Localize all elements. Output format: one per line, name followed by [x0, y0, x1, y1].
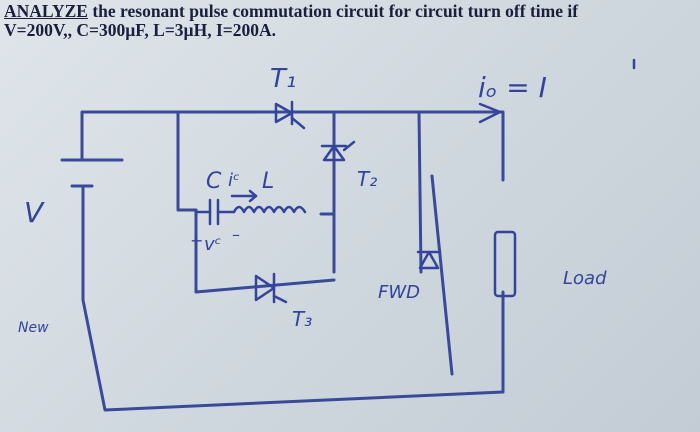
question-line2: V=200V,, C=300µF, L=3µH, I=200A. [4, 20, 277, 40]
capacitor-minus-label: – [232, 225, 240, 244]
capacitor-voltage-label: vᶜ [204, 234, 222, 255]
wires [80, 110, 505, 412]
capacitor-branch-left [176, 110, 198, 212]
capacitor-symbol [194, 198, 236, 226]
t1-thyristor [274, 100, 306, 130]
fwd-node [417, 110, 423, 274]
fwd-label: FWD [378, 282, 420, 303]
load-resistor [493, 230, 517, 298]
capacitor-current-label: iᶜ [228, 170, 240, 191]
t3-branch [194, 208, 336, 294]
fwd-diode [416, 250, 442, 270]
dc-source [60, 158, 124, 188]
question-line1: the resonant pulse commutation circuit f… [87, 1, 579, 21]
output-current-arrow-icon [478, 102, 502, 124]
current-arrow-icon [230, 189, 258, 203]
inductor-label: L [262, 169, 274, 194]
capacitor-label: C [206, 169, 222, 194]
output-current-label: iₒ = I [478, 71, 547, 104]
t3-label: T₃ [292, 307, 312, 331]
question-text: ANALYZE the resonant pulse commutation c… [4, 2, 694, 40]
t2-label: T₂ [357, 167, 377, 191]
inductor-coil [232, 205, 307, 214]
t1-label: T₁ [270, 64, 296, 94]
question-keyword: ANALYZE [4, 1, 88, 21]
source-voltage-label: V [24, 196, 45, 229]
t3-thyristor [254, 272, 288, 304]
fwd-branch [430, 174, 454, 376]
bottom-wire [81, 184, 505, 412]
load-label: Load [563, 268, 607, 289]
t2-thyristor [320, 140, 356, 162]
corner-note: New [18, 320, 49, 336]
capacitor-plus-label: + [190, 231, 203, 250]
